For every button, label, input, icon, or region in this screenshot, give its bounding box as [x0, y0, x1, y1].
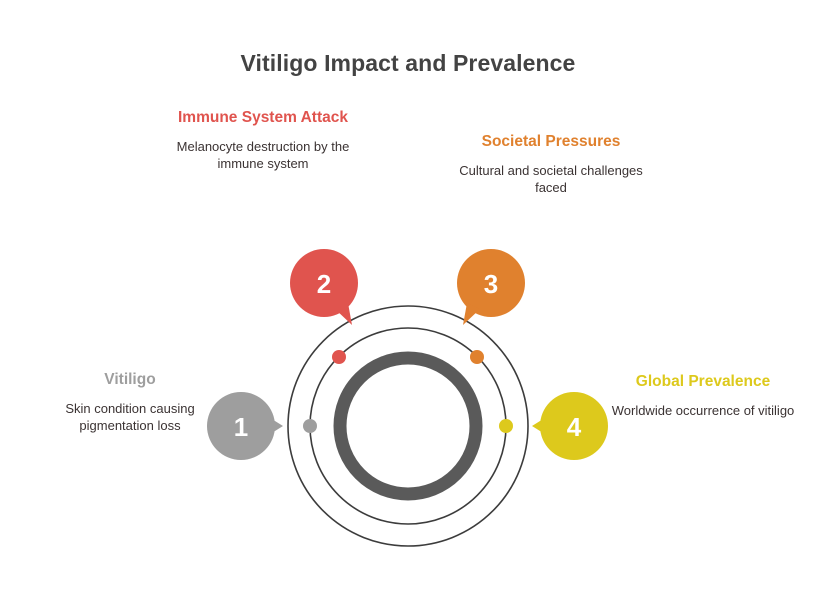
- ring-dot-1: [303, 419, 317, 433]
- ring-graphic: [287, 305, 529, 547]
- label-description-2: Melanocyte destruction by the immune sys…: [176, 138, 350, 172]
- label-block-1: Vitiligo Skin condition causing pigmenta…: [30, 370, 230, 435]
- label-description-1: Skin condition causing pigmentation loss: [65, 400, 195, 434]
- label-block-3: Societal Pressures Cultural and societal…: [458, 132, 644, 197]
- label-heading-2: Immune System Attack: [178, 109, 348, 126]
- badge-3[interactable]: 3: [457, 249, 525, 325]
- label-block-2: Immune System Attack Melanocyte destruct…: [172, 108, 354, 173]
- ring-dot-3: [470, 350, 484, 364]
- speech-bubble-badge-icon: 4: [532, 392, 608, 460]
- badge-4[interactable]: 4: [532, 392, 608, 460]
- badge-circle-1: [207, 392, 275, 460]
- badge-tail-2: [335, 303, 352, 325]
- inner-thick-ring: [333, 351, 483, 501]
- badge-tail-4: [532, 416, 548, 436]
- speech-bubble-badge-icon: 3: [457, 249, 525, 325]
- badge-circle-2: [290, 249, 358, 317]
- badge-number-1: 1: [234, 412, 248, 442]
- label-heading-1: Vitiligo: [104, 371, 156, 388]
- badge-1[interactable]: 1: [207, 392, 283, 460]
- badge-number-2: 2: [317, 269, 331, 299]
- badge-circle-3: [457, 249, 525, 317]
- badge-number-4: 4: [567, 412, 582, 442]
- label-block-4: Global Prevalence Worldwide occurrence o…: [606, 372, 800, 419]
- speech-bubble-badge-icon: 1: [207, 392, 283, 460]
- speech-bubble-badge-icon: 2: [290, 249, 358, 325]
- label-heading-4: Global Prevalence: [635, 373, 771, 390]
- page-title: Vitiligo Impact and Prevalence: [240, 50, 576, 76]
- ring-dot-4: [499, 419, 513, 433]
- label-description-3: Cultural and societal challenges faced: [459, 162, 643, 196]
- concentric-ring-diagram: [286, 304, 530, 548]
- ring-dot-2: [332, 350, 346, 364]
- outer-thin-circle: [287, 305, 529, 547]
- badge-circle-4: [540, 392, 608, 460]
- label-description-4: Worldwide occurrence of vitiligo: [611, 402, 795, 418]
- badge-tail-3: [463, 303, 480, 325]
- badge-tail-1: [267, 416, 283, 436]
- label-heading-3: Societal Pressures: [481, 133, 621, 150]
- badge-number-3: 3: [484, 269, 498, 299]
- badge-2[interactable]: 2: [290, 249, 358, 325]
